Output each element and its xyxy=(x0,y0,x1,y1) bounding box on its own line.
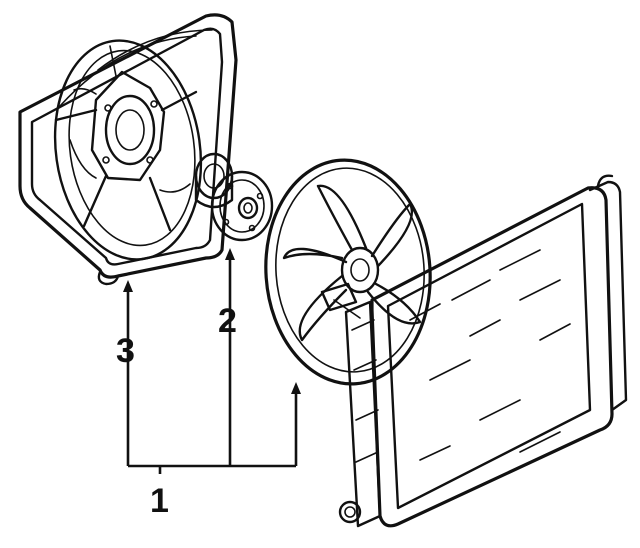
callout-1: 1 xyxy=(150,482,169,520)
callout-2: 2 xyxy=(218,302,237,340)
fan-blade xyxy=(264,158,432,386)
fan-motor xyxy=(194,152,274,242)
arrowhead-2 xyxy=(225,248,235,260)
leader-lines xyxy=(123,248,301,474)
radiator xyxy=(338,174,628,528)
callout-3: 3 xyxy=(116,332,135,370)
fan-shroud-assembly xyxy=(18,13,238,286)
arrowhead-3 xyxy=(123,280,133,292)
arrowhead-1 xyxy=(291,382,301,394)
